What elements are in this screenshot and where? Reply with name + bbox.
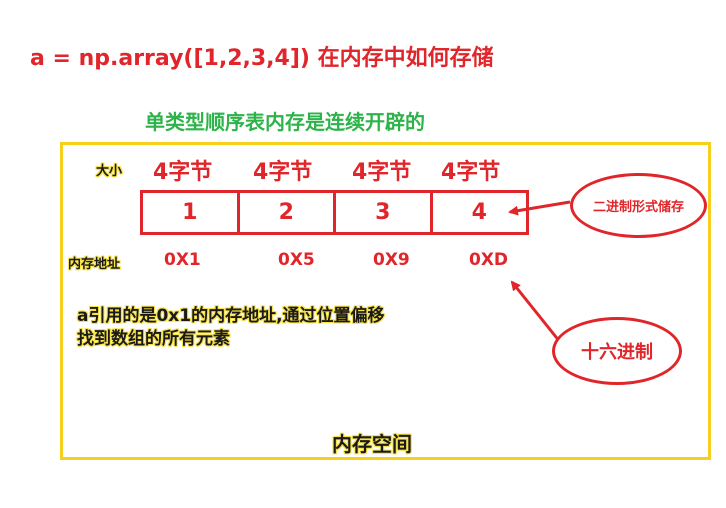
address-3: 0X9 <box>373 250 410 270</box>
byte-size-1: 4字节 <box>153 160 213 185</box>
offset-note-line-2: 找到数组的所有元素 <box>77 329 230 349</box>
byte-size-3: 4字节 <box>352 160 412 185</box>
subheading: 单类型顺序表内存是连续开辟的 <box>145 110 425 134</box>
memory-space-box <box>60 142 711 460</box>
offset-note-line-1: a引用的是0x1的内存地址,通过位置偏移 <box>77 306 385 326</box>
memory-space-label: 内存空间 <box>332 432 412 456</box>
arrow-to-addresses <box>510 280 562 343</box>
array-cells: 1 2 3 4 <box>140 190 529 235</box>
byte-size-4: 4字节 <box>441 160 501 185</box>
binary-storage-callout: 二进制形式储存 <box>570 173 707 238</box>
page-heading: a = np.array([1,2,3,4]) 在内存中如何存储 <box>30 46 494 71</box>
array-cell-4: 4 <box>471 200 487 225</box>
size-label: 大小 <box>96 164 123 179</box>
address-label: 内存地址 <box>68 257 121 272</box>
address-1: 0X1 <box>164 250 201 270</box>
byte-size-2: 4字节 <box>253 160 313 185</box>
address-2: 0X5 <box>278 250 315 270</box>
array-cell-2: 2 <box>240 193 336 232</box>
array-cell-1: 1 <box>143 193 240 232</box>
offset-note: a引用的是0x1的内存地址,通过位置偏移 找到数组的所有元素 <box>77 305 385 351</box>
hexadecimal-callout: 十六进制 <box>552 317 682 385</box>
address-4: 0XD <box>469 250 509 270</box>
array-cell-3: 3 <box>336 193 433 232</box>
arrow-to-cells <box>508 200 571 216</box>
